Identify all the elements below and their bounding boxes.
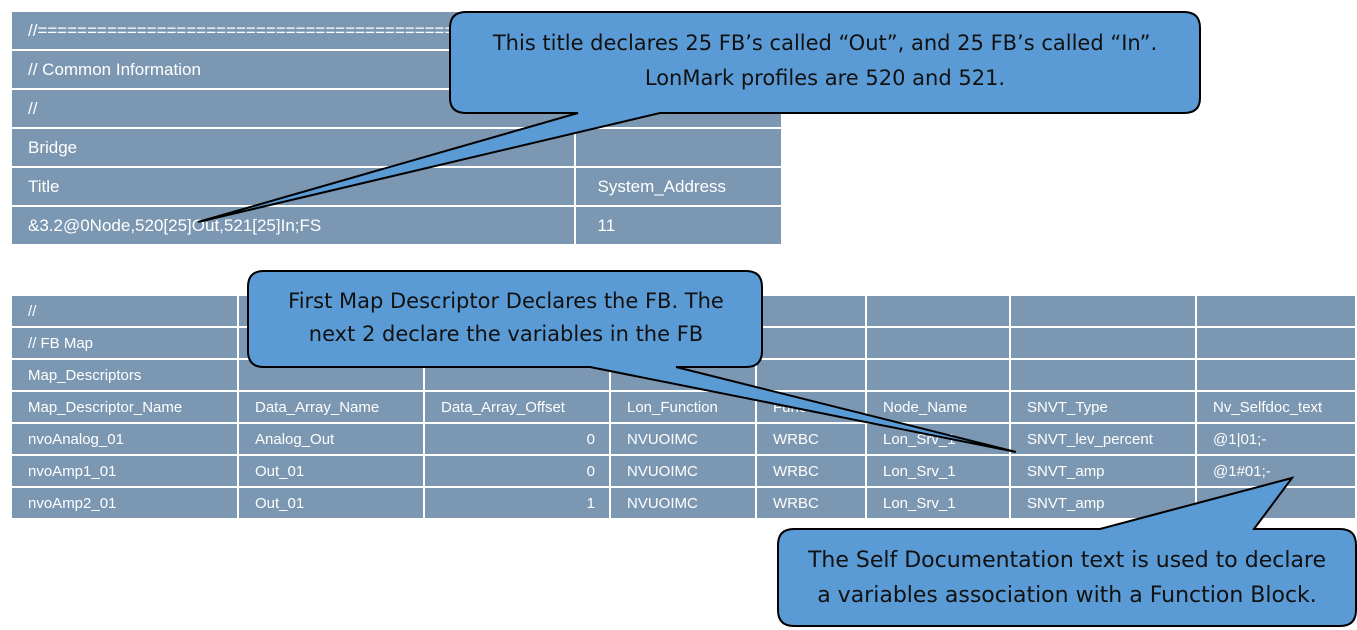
table-cell <box>865 326 1011 360</box>
table-cell: // <box>10 294 239 328</box>
table-cell: 0 <box>423 454 611 488</box>
callout-line: This title declares 25 FB’s called “Out”… <box>492 31 1158 55</box>
callout-line: The Self Documentation text is used to d… <box>807 548 1327 573</box>
callout-line: First Map Descriptor Declares the FB. Th… <box>288 289 724 313</box>
callout-line: LonMark profiles are 520 and 521. <box>644 66 1006 90</box>
table-cell: // FB Map <box>10 326 239 360</box>
table-cell: 1 <box>423 486 611 520</box>
callout-line: next 2 declare the variables in the FB <box>308 322 704 346</box>
table-cell: 0 <box>423 422 611 456</box>
selfdoc-callout-text: The Self Documentation text is used to d… <box>786 543 1348 613</box>
table-cell: Node_Name <box>865 390 1011 424</box>
table-cell: Out_01 <box>237 486 425 520</box>
table-cell: nvoAmp2_01 <box>10 486 239 520</box>
table-cell: Analog_Out <box>237 422 425 456</box>
table-cell <box>1009 326 1197 360</box>
table-cell: SNVT_lev_percent <box>1009 422 1197 456</box>
table-cell: Data_Array_Offset <box>423 390 611 424</box>
table-cell: @1|01;- <box>1195 422 1357 456</box>
title-callout-bubble <box>197 11 1201 223</box>
table-cell: NVUOIMC <box>609 486 757 520</box>
table-cell <box>1195 358 1357 392</box>
table-cell <box>755 358 867 392</box>
table-cell: nvoAnalog_01 <box>10 422 239 456</box>
table-cell <box>1009 358 1197 392</box>
selfdoc-callout-bubble <box>777 476 1357 627</box>
table-cell <box>865 294 1011 328</box>
table-cell <box>1195 326 1357 360</box>
table-cell: nvoAmp1_01 <box>10 454 239 488</box>
table-cell <box>1009 294 1197 328</box>
table-cell <box>573 127 783 168</box>
table-cell: WRBC <box>755 422 867 456</box>
table-cell: Nv_Selfdoc_text <box>1195 390 1357 424</box>
table-cell: Lon_Srv_1 <box>865 422 1011 456</box>
table-cell: NVUOIMC <box>609 454 757 488</box>
table-cell: Map_Descriptor_Name <box>10 390 239 424</box>
table-cell: 11 <box>573 205 783 246</box>
table-cell: System_Address <box>573 166 783 207</box>
table-cell: Lon_Srv_1 <box>865 454 1011 488</box>
table-cell: Bridge <box>10 127 576 168</box>
table-cell: Out_01 <box>237 454 425 488</box>
table-cell: Data_Array_Name <box>237 390 425 424</box>
title-callout-text: This title declares 25 FB’s called “Out”… <box>460 26 1190 96</box>
table-cell: Lon_Srv_1 <box>865 486 1011 520</box>
callout-line: a variables association with a Function … <box>817 583 1317 608</box>
table-cell: &3.2@0Node,520[25]Out,521[25]In;FS <box>10 205 576 246</box>
table-cell: @1#01;- <box>1195 454 1357 488</box>
map-callout-text: First Map Descriptor Declares the FB. Th… <box>258 285 754 351</box>
table-cell: NVUOIMC <box>609 422 757 456</box>
table-cell <box>865 358 1011 392</box>
table-row: Bridge <box>10 127 783 168</box>
map-callout-bubble <box>247 270 1017 453</box>
table-cell: SNVT_amp <box>1009 454 1197 488</box>
table-cell <box>1195 294 1357 328</box>
table-cell: WRBC <box>755 454 867 488</box>
table-cell <box>755 326 867 360</box>
table-cell: WRBC <box>755 486 867 520</box>
table-cell: Map_Descriptors <box>10 358 239 392</box>
table-cell: SNVT_Type <box>1009 390 1197 424</box>
